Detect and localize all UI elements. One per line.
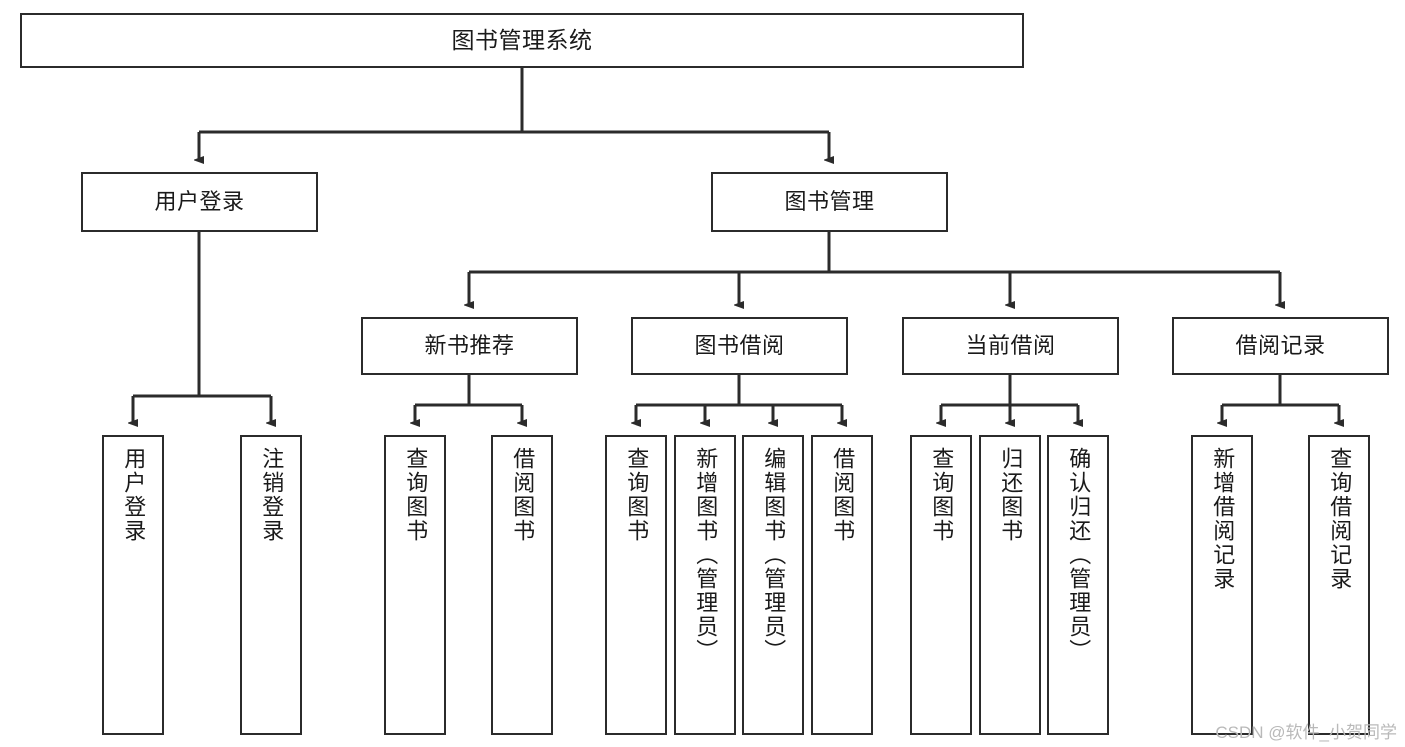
node-user-login[interactable]: 用户登录 (81, 172, 318, 232)
leaf-query-book-1[interactable]: 查询图书 (384, 435, 446, 735)
leaf-edit-book[interactable]: 编辑图书（管理员） (742, 435, 804, 735)
node-label: 借阅图书 (510, 447, 536, 543)
leaf-add-book[interactable]: 新增图书（管理员） (674, 435, 736, 735)
node-book-borrow[interactable]: 图书借阅 (631, 317, 848, 375)
node-label: 查询借阅记录 (1327, 447, 1353, 591)
leaf-confirm-return[interactable]: 确认归还（管理员） (1047, 435, 1109, 735)
node-label: 新增图书（管理员） (693, 447, 719, 663)
node-label: 注销登录 (259, 447, 285, 543)
node-current-borrow[interactable]: 当前借阅 (902, 317, 1119, 375)
node-new-book-recommend[interactable]: 新书推荐 (361, 317, 578, 375)
node-label: 查询图书 (929, 447, 955, 543)
csdn-watermark: CSDN @软件_小贺同学 (1215, 723, 1397, 742)
node-label: 用户登录 (154, 189, 245, 215)
node-borrow-record[interactable]: 借阅记录 (1172, 317, 1389, 375)
node-label: 新增借阅记录 (1210, 447, 1236, 591)
node-label: 归还图书 (998, 447, 1024, 543)
leaf-logout[interactable]: 注销登录 (240, 435, 302, 735)
leaf-add-borrow-record[interactable]: 新增借阅记录 (1191, 435, 1253, 735)
node-label: 新书推荐 (424, 333, 515, 359)
node-label: 用户登录 (121, 447, 147, 543)
leaf-return-book[interactable]: 归还图书 (979, 435, 1041, 735)
leaf-borrow-book-2[interactable]: 借阅图书 (811, 435, 873, 735)
node-root-system[interactable]: 图书管理系统 (20, 13, 1024, 68)
leaf-query-borrow-record[interactable]: 查询借阅记录 (1308, 435, 1370, 735)
leaf-query-book-3[interactable]: 查询图书 (910, 435, 972, 735)
node-label: 查询图书 (403, 447, 429, 543)
node-label: 编辑图书（管理员） (761, 447, 787, 663)
node-label: 当前借阅 (965, 333, 1056, 359)
node-label: 图书管理 (784, 189, 875, 215)
leaf-query-book-2[interactable]: 查询图书 (605, 435, 667, 735)
node-label: 借阅记录 (1235, 333, 1326, 359)
leaf-borrow-book-1[interactable]: 借阅图书 (491, 435, 553, 735)
node-label: 查询图书 (624, 447, 650, 543)
node-label: 确认归还（管理员） (1066, 447, 1092, 663)
node-label: 图书管理系统 (451, 26, 593, 53)
leaf-user-login[interactable]: 用户登录 (102, 435, 164, 735)
node-book-manage[interactable]: 图书管理 (711, 172, 948, 232)
node-label: 借阅图书 (830, 447, 856, 543)
node-label: 图书借阅 (694, 333, 785, 359)
